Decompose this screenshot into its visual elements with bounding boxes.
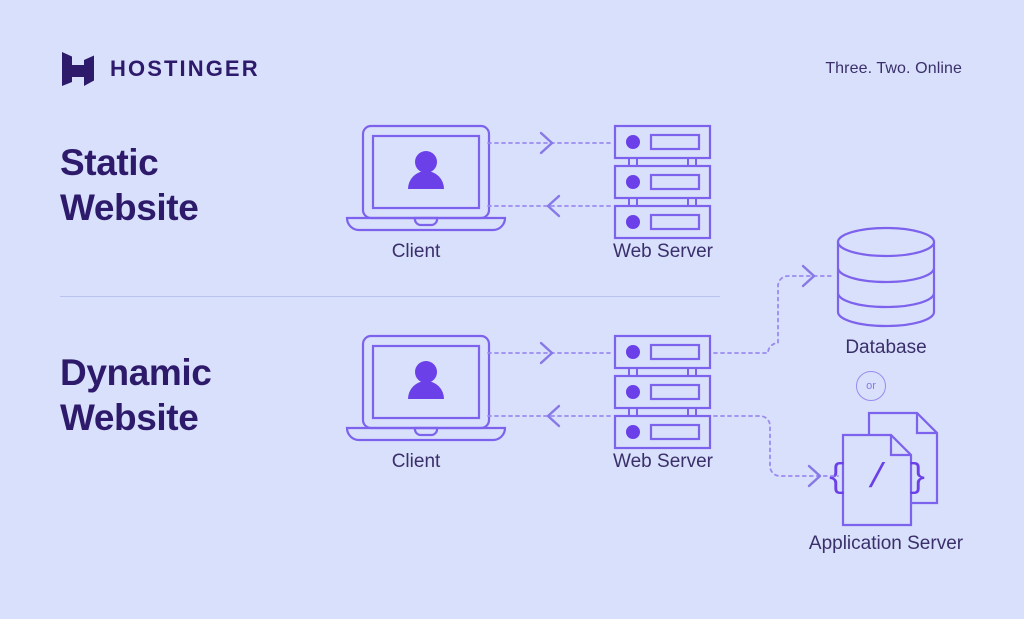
section-title-dynamic: Dynamic Website xyxy=(60,350,212,440)
brand-logo: HOSTINGER xyxy=(60,50,260,88)
flow-server-to-database xyxy=(713,264,833,354)
label-application-server: Application Server xyxy=(808,533,964,554)
section-title-static-line1: Static xyxy=(60,142,159,183)
static-flow-response xyxy=(487,194,613,218)
label-dynamic-client: Client xyxy=(391,451,441,472)
section-divider xyxy=(60,296,720,297)
static-client-icon xyxy=(345,124,507,232)
label-static-client: Client xyxy=(391,241,441,262)
database-icon xyxy=(836,226,936,328)
label-database: Database xyxy=(845,337,927,358)
brand-tagline: Three. Two. Online xyxy=(825,60,962,77)
dynamic-client-icon xyxy=(345,334,507,442)
or-connector-badge: or xyxy=(856,371,886,401)
label-dynamic-web-server: Web Server xyxy=(613,451,713,472)
label-static-web-server: Web Server xyxy=(613,241,713,262)
section-title-dynamic-line2: Website xyxy=(60,397,199,439)
application-server-icon: { / } xyxy=(826,411,939,527)
hostinger-h-logo-icon xyxy=(62,52,94,86)
dynamic-web-server-icon xyxy=(615,336,710,448)
dynamic-flow-request xyxy=(487,341,613,365)
static-flow-request xyxy=(487,131,613,155)
section-title-dynamic-line1: Dynamic xyxy=(60,352,212,393)
flow-server-to-application-server xyxy=(713,415,839,488)
section-title-static: Static Website xyxy=(60,140,199,230)
dynamic-flow-response xyxy=(487,404,613,428)
code-glyph: { / } xyxy=(826,460,928,498)
section-title-static-line2: Website xyxy=(60,187,199,229)
static-web-server-icon xyxy=(615,126,710,238)
brand-name: HOSTINGER xyxy=(110,56,260,81)
